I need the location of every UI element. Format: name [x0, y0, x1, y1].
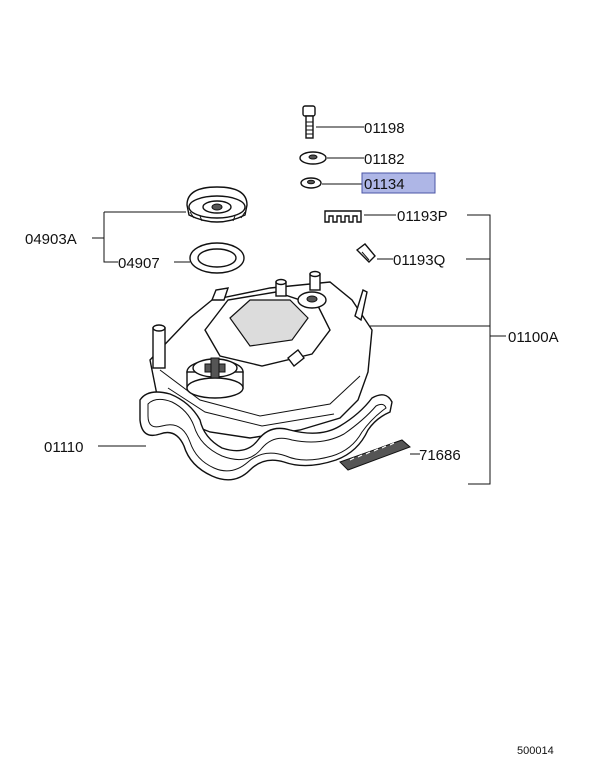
label-04903A[interactable]: 04903A: [25, 231, 77, 248]
valve-cover-01100A[interactable]: [149, 270, 373, 439]
highlight-box-01134: [361, 172, 436, 194]
oil-filler-cap-04903A[interactable]: [186, 186, 248, 223]
emblem-71686[interactable]: [339, 439, 411, 471]
label-04907[interactable]: 04907: [118, 255, 160, 272]
label-01182[interactable]: 01182: [364, 151, 405, 168]
label-71686[interactable]: 71686: [419, 447, 461, 464]
cover-gasket-01110[interactable]: [139, 391, 393, 481]
label-01100A[interactable]: 01100A: [508, 329, 559, 346]
bolt-01198[interactable]: [302, 105, 316, 139]
label-01193P[interactable]: 01193P: [397, 208, 448, 225]
washer-01182[interactable]: [299, 151, 327, 165]
label-01134[interactable]: 01134: [364, 176, 405, 193]
diagram-reference: 500014: [517, 745, 554, 757]
seal-01134[interactable]: [300, 177, 322, 189]
cap-gasket-04907[interactable]: [189, 242, 245, 274]
clip-01193Q[interactable]: [355, 243, 376, 263]
label-01110[interactable]: 01110: [44, 439, 84, 456]
clip-01193P[interactable]: [324, 210, 362, 223]
label-01193Q[interactable]: 01193Q: [393, 252, 445, 269]
label-01198[interactable]: 01198: [364, 120, 405, 137]
